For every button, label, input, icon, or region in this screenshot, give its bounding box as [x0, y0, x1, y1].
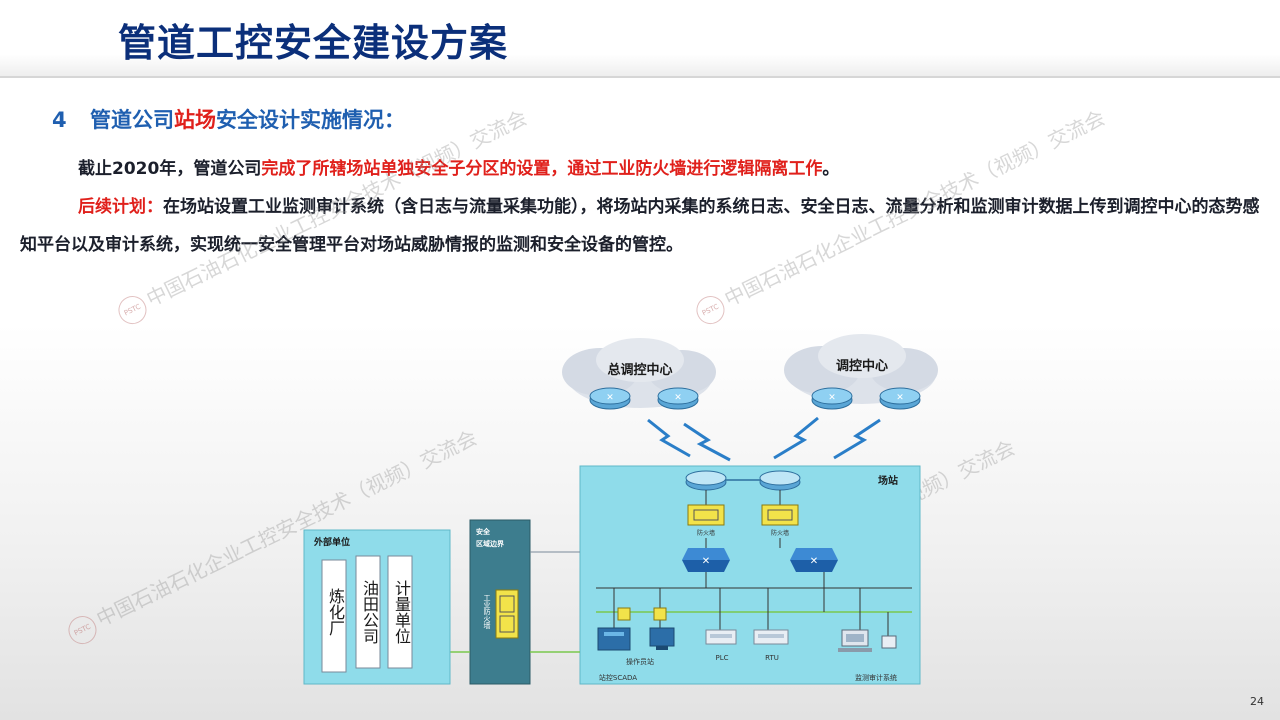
wireless-link-icon	[683, 422, 731, 462]
svg-text:✕: ✕	[606, 393, 614, 403]
router-icon: ✕	[879, 387, 921, 410]
page-title: 管道工控安全建设方案	[118, 21, 509, 65]
header-divider	[0, 76, 1280, 78]
svg-text:防火墙: 防火墙	[771, 529, 789, 537]
scada-label: 站控SCADA	[599, 673, 637, 682]
plan-label: 后续计划：	[78, 197, 163, 217]
wireless-link-icon	[833, 418, 881, 460]
firewall-icon: 防火墙	[761, 504, 799, 537]
svg-text:✕: ✕	[702, 556, 710, 567]
router-icon: ✕	[589, 387, 631, 410]
industrial-firewall-label: 工业防火墙	[483, 594, 491, 629]
section-heading: 4 管道公司站场安全设计实施情况：	[52, 104, 405, 134]
station-label: 场站	[878, 474, 898, 487]
plan-text: 在场站设置工业监测审计系统（含日志与流量采集功能），将场站内采集的系统日志、安全…	[20, 197, 1260, 255]
section-suffix: 安全设计实施情况：	[216, 108, 405, 132]
paragraph-plan: 后续计划：在场站设置工业监测审计系统（含日志与流量采集功能），将场站内采集的系统…	[20, 188, 1260, 264]
ext-item-metering: 计量单位	[392, 580, 411, 644]
svg-text:✕: ✕	[896, 393, 904, 403]
cloud-right-label: 调控中心	[836, 358, 888, 374]
plc-label: PLC	[715, 654, 728, 662]
station-zone	[579, 465, 921, 685]
router-icon: ✕	[811, 387, 853, 410]
svg-text:✕: ✕	[674, 393, 682, 403]
security-zone-label-2: 区域边界	[476, 539, 505, 548]
ext-item-oilfield: 油田公司	[360, 580, 379, 644]
switch-icon: ✕	[682, 548, 730, 572]
header-bar	[0, 0, 1280, 78]
firewall-icon: 防火墙	[687, 504, 725, 537]
op-station-label: 操作员站	[626, 657, 654, 666]
ext-item-refinery: 炼化厂	[326, 588, 345, 636]
wireless-link-icon	[647, 418, 691, 458]
section-highlight: 站场	[174, 108, 216, 132]
switch-icon: ✕	[790, 548, 838, 572]
svg-text:✕: ✕	[828, 393, 836, 403]
para1-end: 。	[822, 159, 840, 179]
server-icon	[597, 607, 631, 651]
para1-highlight: 完成了所辖场站单独安全子分区的设置，通过工业防火墙进行逻辑隔离工作	[261, 159, 823, 179]
router-icon	[685, 470, 727, 491]
router-icon	[759, 470, 801, 491]
rtu-icon	[753, 629, 789, 645]
paragraph-status: 截止2020年，管道公司完成了所辖场站单独安全子分区的设置，通过工业防火墙进行逻…	[20, 150, 1260, 188]
audit-device-icon	[881, 635, 897, 649]
svg-text:✕: ✕	[810, 556, 818, 567]
monitor-icon	[838, 629, 872, 652]
svg-text:防火墙: 防火墙	[697, 529, 715, 537]
external-label: 外部单位	[313, 536, 350, 548]
audit-label: 监测审计系统	[855, 673, 897, 682]
wireless-link-icon	[773, 416, 819, 460]
section-prefix: 管道公司	[90, 108, 174, 132]
industrial-firewall-icon	[495, 589, 519, 639]
workstation-icon	[649, 607, 675, 650]
security-zone-label-1: 安全	[476, 527, 491, 536]
cloud-left-label: 总调控中心	[607, 362, 672, 378]
para1-lead: 截止2020年，管道公司	[78, 159, 262, 179]
rtu-label: RTU	[765, 654, 779, 662]
plc-icon	[705, 629, 737, 645]
section-number: 4	[52, 108, 67, 132]
router-icon: ✕	[657, 387, 699, 410]
page-number: 24	[1250, 695, 1264, 708]
